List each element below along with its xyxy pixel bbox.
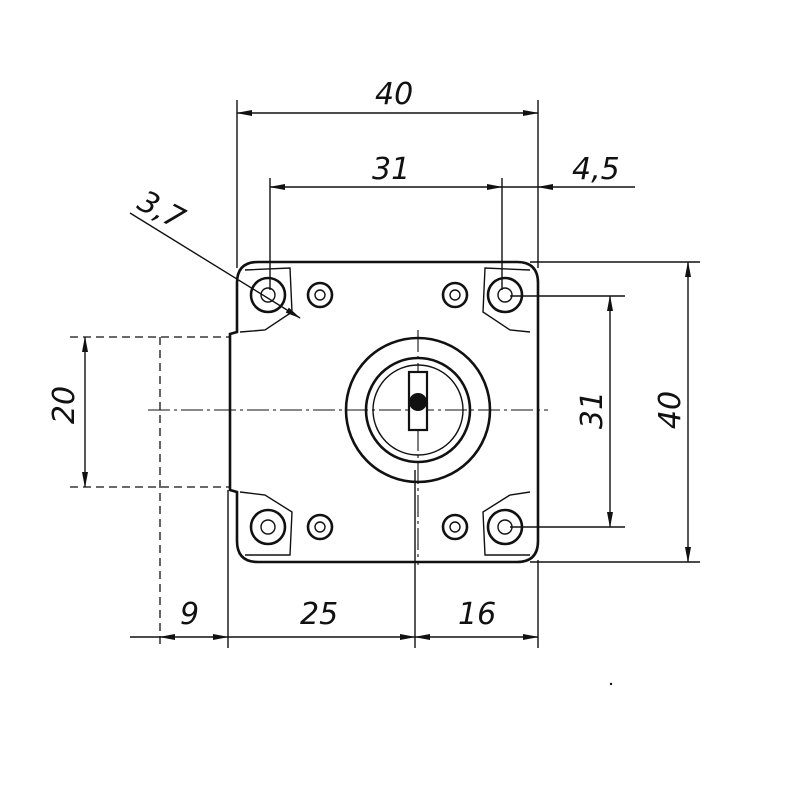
label-bolt-height: 20 xyxy=(47,385,83,425)
lock-cylinder xyxy=(344,336,492,484)
plate-inner-corner-tr xyxy=(482,267,531,333)
lock-plate xyxy=(228,260,540,564)
label-hole-spacing-vertical: 31 xyxy=(575,390,611,430)
leader-hole-diameter xyxy=(129,212,301,319)
bolt-outline xyxy=(70,336,230,648)
mounting-holes xyxy=(249,276,524,546)
plate-inner-corner-br xyxy=(482,491,531,556)
plate-inner-corner-bl xyxy=(239,491,293,556)
dimension-lines xyxy=(82,110,691,640)
label-center-to-edge: 16 xyxy=(458,597,497,632)
label-backset: 25 xyxy=(300,597,339,632)
extension-lines xyxy=(227,100,700,648)
plate-inner-corner-tl xyxy=(239,267,293,333)
label-edge-offset: 4,5 xyxy=(572,152,620,187)
screws xyxy=(306,281,469,541)
label-hole-spacing-horizontal: 31 xyxy=(372,152,411,187)
label-bolt-projection: 9 xyxy=(180,597,200,632)
label-overall-width: 40 xyxy=(375,77,414,112)
label-overall-height: 40 xyxy=(653,390,689,430)
